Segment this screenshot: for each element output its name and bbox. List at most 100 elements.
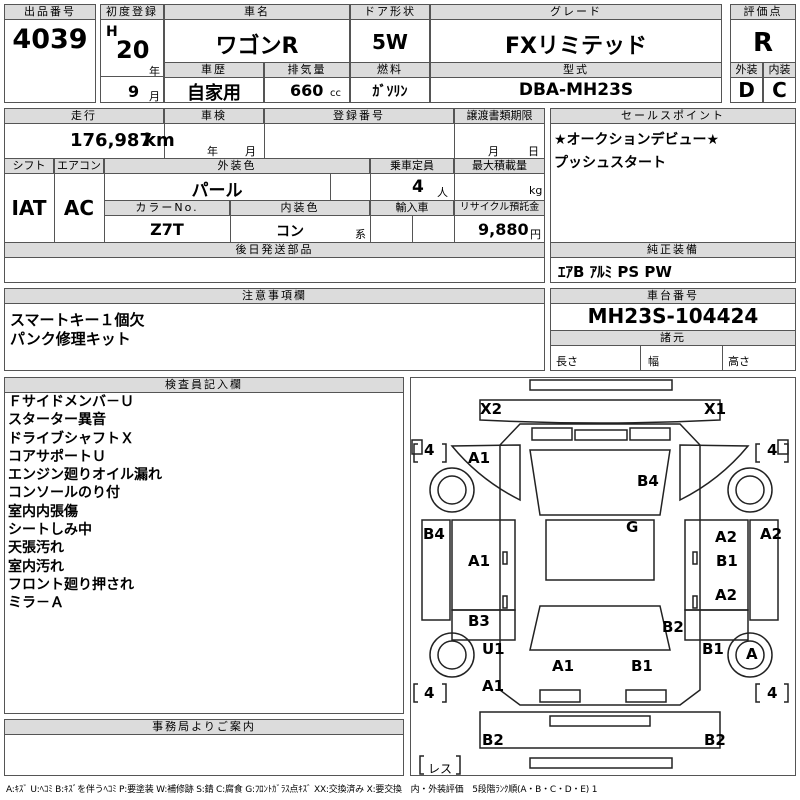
remark-9: 天張汚れ: [8, 540, 64, 557]
damage-code: A1: [468, 449, 491, 467]
left-door-handle-1: [502, 551, 508, 565]
damage-code: X2: [480, 400, 503, 418]
damage-code: B2: [482, 731, 504, 749]
history-box: [164, 77, 264, 103]
wheel-front-left: [429, 467, 475, 513]
remark-10: 室内汚れ: [8, 558, 64, 575]
first-reg-box: [100, 19, 164, 103]
diagram-bottom-bar: [529, 757, 673, 769]
damage-code: B2: [704, 731, 726, 749]
history: 自家用: [187, 83, 241, 104]
remark-3: ドライブシャフトＸ: [8, 430, 134, 447]
car-body: [499, 423, 701, 706]
tire-bracket-fr-right: [784, 443, 789, 463]
height-label: 高さ: [728, 355, 750, 368]
grade: FXリミテッド: [505, 34, 647, 59]
recycle-unit: 円: [530, 228, 541, 241]
int-color-unit: 系: [355, 228, 366, 241]
tire-bracket-rl-left: [413, 683, 418, 703]
tire-bracket-fl-left: [413, 443, 418, 463]
wheel-front-right: [727, 467, 773, 513]
rear-plate: [549, 715, 651, 727]
rear-bumper: [479, 711, 721, 749]
ext-color: パール: [191, 181, 243, 201]
interior-label: 内装: [763, 62, 796, 78]
tire-bracket-rl-right: [442, 683, 447, 703]
reg-no-label: 登録番号: [264, 108, 454, 124]
mileage-unit: km: [144, 130, 175, 151]
damage-code: A1: [468, 552, 491, 570]
recycle: 9,880: [478, 220, 529, 239]
diagram-top-bar: [529, 379, 673, 391]
fuel: ｶﾞｿﾘﾝ: [372, 84, 408, 100]
car-diagram-frame: [410, 377, 796, 776]
note-2: パンク修理キット: [10, 330, 131, 348]
door-label: ドア形状: [350, 4, 430, 20]
selling-point-1: ★オークションデビュー★: [554, 132, 720, 148]
damage-code: B2: [662, 618, 684, 636]
remark-7: 室内内張傷: [8, 503, 78, 520]
mileage: 176,987: [70, 130, 152, 151]
genuine-equipment: ｴｱB ｱﾙﾐ PS PW: [558, 263, 672, 281]
transfer-month-unit: 月: [488, 145, 499, 158]
damage-code: B3: [468, 612, 490, 630]
ext-color-label: 外装色: [104, 158, 370, 174]
exterior-label: 外装: [730, 62, 763, 78]
notes-box: [4, 303, 545, 371]
inspection-label: 車検: [164, 108, 264, 124]
shift-label: シフト: [4, 158, 54, 174]
taillight-left: [539, 689, 581, 703]
year-unit: 年: [149, 65, 160, 78]
inspector-label: 検査員記入欄: [4, 377, 404, 393]
right-pillar: [749, 519, 779, 621]
left-pillar: [421, 519, 451, 621]
genuine-box: [550, 257, 796, 283]
remark-6: コンソールのり付: [8, 485, 120, 502]
windshield: [529, 449, 671, 516]
front-bumper: [479, 399, 721, 424]
damage-code: A1: [482, 677, 505, 695]
interior: C: [772, 78, 787, 102]
left-door-rear: [451, 609, 516, 641]
damage-code: B4: [637, 472, 659, 490]
right-door-rear: [684, 609, 749, 641]
tire-depth-rear-right: 4: [767, 684, 778, 702]
lot-no: 4039: [12, 24, 88, 55]
remark-11: フロント廻り押され: [8, 576, 134, 593]
damage-code: A1: [552, 657, 575, 675]
interior-box: [763, 77, 796, 103]
capacity: 4: [412, 177, 424, 197]
roof: [545, 519, 655, 581]
spare-bracket-right: [456, 755, 461, 775]
tire-depth-front-right: 4: [767, 441, 778, 459]
displacement-box: [264, 77, 350, 103]
spare-tire: レス: [428, 762, 453, 776]
month-unit: 月: [149, 90, 160, 103]
right-fender-front: [679, 444, 750, 502]
spare-bracket-left: [419, 755, 424, 775]
lot-no-box: [4, 19, 96, 103]
int-color: コン: [276, 224, 304, 240]
inspection-year-unit: 年: [207, 145, 218, 158]
capacity-unit: 人: [437, 186, 448, 199]
exterior-box: [730, 77, 763, 103]
width-label: 幅: [648, 355, 659, 368]
recycle-label: リサイクル預託金: [454, 200, 545, 216]
transfer-day-unit: 日: [528, 145, 539, 158]
max-load-unit: kg: [529, 184, 543, 197]
model: DBA-MH23S: [518, 80, 634, 100]
wheel-rear-right-inner: [735, 640, 765, 670]
remark-1: Ｆサイドメンバ－Ｕ: [8, 394, 134, 410]
inspection-month-unit: 月: [245, 145, 256, 158]
remark-12: ミラ－Ａ: [8, 595, 64, 612]
import-label: 輸入車: [370, 200, 454, 216]
displacement: 660: [290, 81, 324, 100]
later-parts-label: 後日発送部品: [4, 242, 545, 258]
door: 5W: [372, 30, 408, 54]
ac: AC: [63, 196, 95, 220]
transfer-label: 譲渡書類期限: [454, 108, 545, 124]
ac-label: エアコン: [54, 158, 104, 174]
damage-code: X1: [704, 400, 727, 418]
fuel-box: [350, 77, 430, 103]
